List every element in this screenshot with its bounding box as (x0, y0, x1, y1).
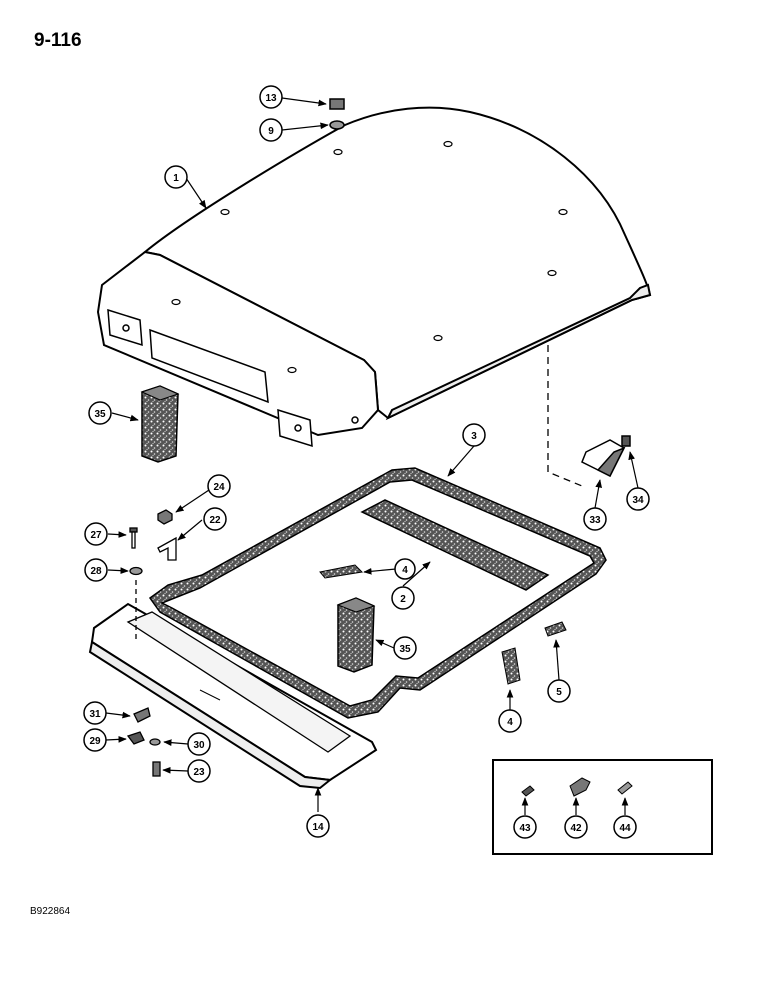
svg-text:23: 23 (193, 767, 205, 778)
callout-44: 44 (613, 815, 637, 839)
callout-1: 1 (164, 165, 188, 189)
callout-34: 34 (626, 487, 650, 511)
page-number: 9-116 (34, 30, 82, 51)
roof-shell (96, 106, 652, 437)
callout-42: 42 (564, 815, 588, 839)
callout-23: 23 (187, 759, 211, 783)
callout-35-upper: 35 (88, 401, 112, 425)
front-tray (88, 602, 378, 790)
svg-text:13: 13 (265, 93, 277, 104)
callout-27: 27 (84, 522, 108, 546)
svg-text:22: 22 (209, 515, 221, 526)
callout-3: 3 (462, 423, 486, 447)
callout-31: 31 (83, 701, 107, 725)
svg-text:35: 35 (399, 644, 411, 655)
svg-text:44: 44 (619, 823, 631, 834)
roof-mount-holes (171, 140, 568, 374)
callout-4-lower: 4 (498, 709, 522, 733)
callout-35-lower: 35 (393, 636, 417, 660)
bracket-part (581, 435, 631, 478)
callout-9: 9 (259, 118, 283, 142)
svg-text:29: 29 (89, 736, 101, 747)
svg-text:31: 31 (89, 709, 101, 720)
callout-4-upper: 4 (394, 558, 416, 580)
svg-text:5: 5 (556, 687, 562, 698)
nut-part (329, 98, 345, 130)
svg-text:28: 28 (90, 566, 102, 577)
foam-block-upper (140, 385, 180, 463)
callout-30: 30 (187, 732, 211, 756)
callout-43: 43 (513, 815, 537, 839)
svg-text:4: 4 (507, 717, 513, 728)
svg-text:33: 33 (589, 515, 601, 526)
svg-text:43: 43 (519, 823, 531, 834)
svg-text:4: 4 (402, 565, 408, 576)
svg-text:3: 3 (471, 431, 477, 442)
callout-29: 29 (83, 728, 107, 752)
svg-text:35: 35 (94, 409, 106, 420)
callout-14: 14 (306, 814, 330, 838)
callout-5: 5 (547, 679, 571, 703)
inset-box (492, 759, 713, 855)
connection-line (547, 345, 583, 487)
svg-text:1: 1 (173, 173, 179, 184)
svg-text:30: 30 (193, 740, 205, 751)
callout-33: 33 (583, 507, 607, 531)
mount-hardware (129, 509, 177, 640)
figure-code: B922864 (30, 906, 71, 917)
svg-text:2: 2 (400, 594, 406, 605)
foam-strip (360, 499, 550, 591)
callout-24: 24 (207, 474, 231, 498)
svg-text:34: 34 (632, 495, 644, 506)
svg-text:27: 27 (90, 530, 102, 541)
leader-lines (105, 97, 639, 815)
foam-block-lower (336, 597, 376, 673)
callout-22: 22 (203, 507, 227, 531)
svg-text:9: 9 (268, 126, 274, 137)
callout-13: 13 (259, 85, 283, 109)
seal-frame (148, 467, 607, 719)
svg-text:24: 24 (213, 482, 225, 493)
callout-2: 2 (391, 586, 415, 610)
callout-28: 28 (84, 558, 108, 582)
svg-text:14: 14 (312, 822, 324, 833)
roof-front-lights (107, 308, 359, 448)
foam-pads (319, 564, 567, 685)
tray-hardware (126, 707, 161, 777)
svg-text:42: 42 (570, 823, 582, 834)
